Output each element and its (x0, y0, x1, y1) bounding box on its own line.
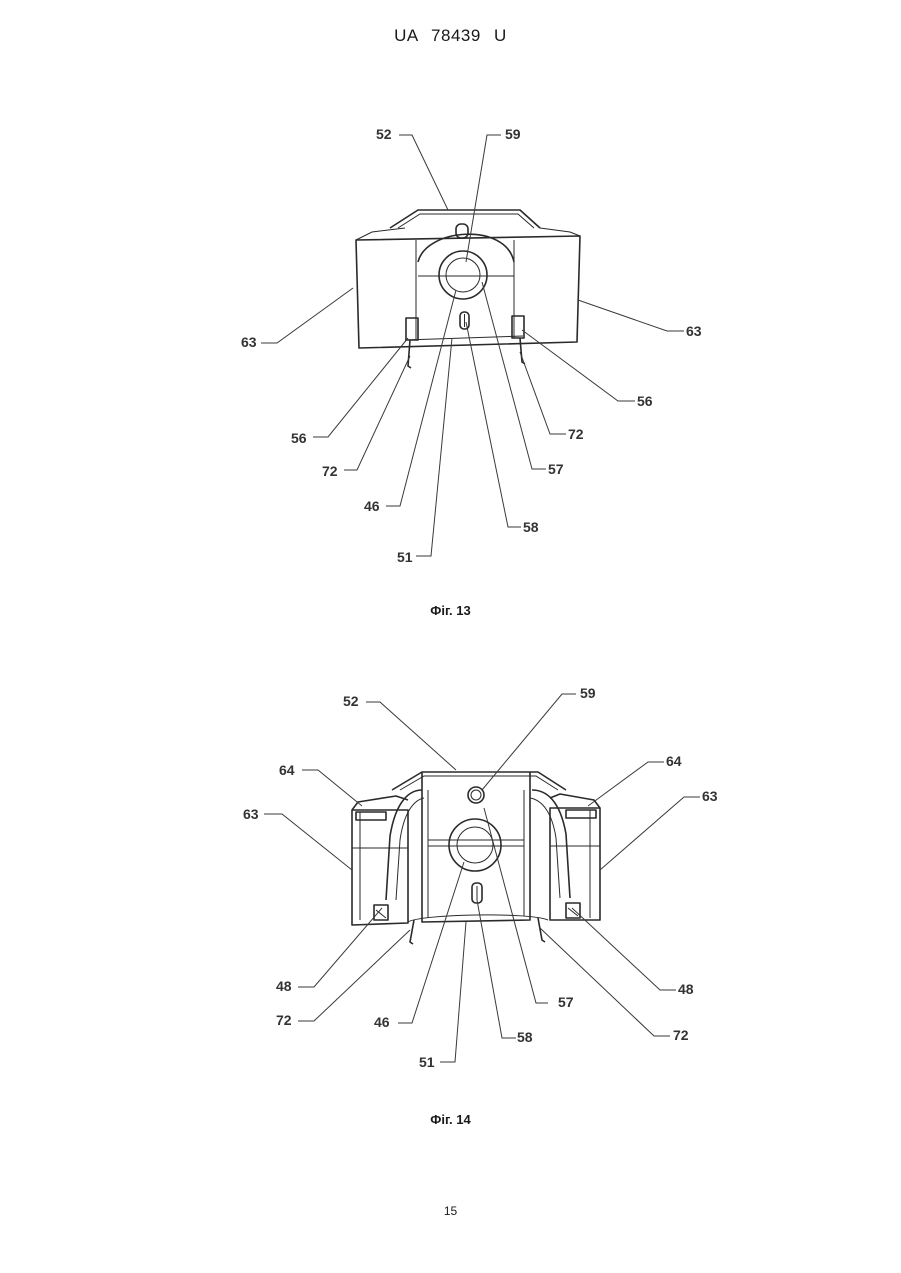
figure-13-label: 56 (291, 430, 307, 446)
figure-14-label: 63 (243, 806, 259, 822)
figure-14: 52 59 64 64 63 63 48 48 72 72 57 46 58 5… (0, 680, 901, 1080)
figure-14-label: 59 (580, 685, 596, 701)
figure-14-label: 52 (343, 693, 359, 709)
figure-13-label: 51 (397, 549, 413, 565)
figure-13-label: 46 (364, 498, 380, 514)
figure-14-label: 46 (374, 1014, 390, 1030)
figure-13-label: 63 (686, 323, 702, 339)
figure-14-label: 63 (702, 788, 718, 804)
figure-13-label: 72 (568, 426, 584, 442)
figure-13-label: 59 (505, 126, 521, 142)
figure-14-label: 64 (279, 762, 295, 778)
figure-13-label: 52 (376, 126, 392, 142)
figure-14-caption: Фіг. 14 (0, 1112, 901, 1127)
figure-14-label: 72 (276, 1012, 292, 1028)
patent-header: UA 78439 U (0, 26, 901, 46)
figure-14-part-outline (352, 772, 600, 944)
figure-13-label: 72 (322, 463, 338, 479)
figure-13-caption: Фіг. 13 (0, 603, 901, 618)
figure-13-part-outline (356, 210, 580, 368)
figure-13-label: 56 (637, 393, 653, 409)
figure-14-label: 48 (276, 978, 292, 994)
figure-14-label: 51 (419, 1054, 435, 1070)
figure-13-label: 63 (241, 334, 257, 350)
figure-14-label: 57 (558, 994, 574, 1010)
figure-13-label: 57 (548, 461, 564, 477)
figure-14-label: 72 (673, 1027, 689, 1043)
figure-14-label: 64 (666, 753, 682, 769)
figure-14-label: 58 (517, 1029, 533, 1045)
figure-13-label: 58 (523, 519, 539, 535)
page-number: 15 (0, 1204, 901, 1218)
figure-13: 52 59 63 63 56 56 72 72 57 46 58 51 (0, 110, 901, 580)
figure-14-reference-labels: 52 59 64 64 63 63 48 48 72 72 57 46 58 5… (243, 685, 718, 1070)
figure-14-label: 48 (678, 981, 694, 997)
figure-14-drawing: 52 59 64 64 63 63 48 48 72 72 57 46 58 5… (0, 680, 901, 1080)
figure-14-leader-lines (264, 694, 700, 1062)
figure-13-drawing: 52 59 63 63 56 56 72 72 57 46 58 51 (0, 110, 901, 580)
